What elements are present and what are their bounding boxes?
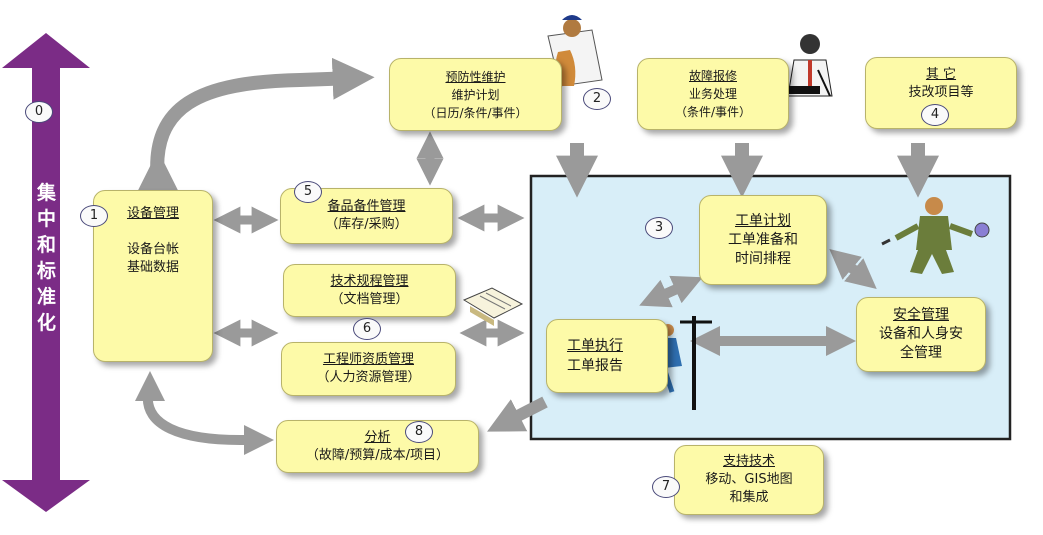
work-exec-line1: 工单报告 [567, 358, 623, 374]
support-tech-box: 支持技术 移动、GIS地图 和集成 [674, 445, 824, 515]
safety-line2: 全管理 [900, 345, 942, 361]
support-title: 支持技术 [722, 454, 775, 469]
other-line1: 技改项目等 [908, 85, 974, 100]
work-plan-line2: 时间排程 [735, 250, 791, 267]
badge-1: 1 [80, 205, 108, 227]
badge-5: 5 [294, 181, 322, 203]
safety-title: 安全管理 [893, 307, 949, 323]
badge-3: 3 [645, 217, 673, 239]
preventive-line2: （日历/条件/事件） [423, 105, 528, 120]
arrow-equipment-to-analysis [142, 394, 274, 455]
arrow-exec-to-analysis [487, 396, 548, 432]
fault-title: 故障报修 [688, 69, 737, 83]
badge-7: 7 [652, 476, 680, 498]
equipment-line2: 基础数据 [126, 260, 179, 275]
mechanic-icon [881, 197, 990, 274]
engineer-qualification-box: 工程师资质管理 （人力资源管理） [281, 342, 456, 396]
fault-line1: 业务处理 [688, 87, 737, 101]
badge-0: 0 [25, 101, 53, 123]
fault-repair-box: 故障报修 业务处理 （条件/事件） [637, 58, 789, 130]
analysis-title: 分析 [364, 429, 391, 445]
analysis-line1: （故障/预算/成本/项目） [305, 447, 450, 463]
badge-2: 2 [583, 88, 611, 110]
tech-rules-box: 技术规程管理 （文档管理） [283, 264, 456, 317]
arrow-plan-safety [829, 248, 877, 289]
spare-parts-line1: （库存/采购） [325, 217, 408, 232]
analysis-box: 分析 （故障/预算/成本/项目） [276, 420, 479, 473]
tech-rules-title: 技术规程管理 [330, 273, 409, 289]
arrow-plan-exec [639, 275, 703, 308]
preventive-line1: 维护计划 [451, 87, 500, 102]
standardization-label: 集中和标准化 [37, 182, 57, 334]
work-plan-line1: 工单准备和 [728, 231, 798, 248]
engineer-title: 工程师资质管理 [322, 352, 414, 367]
standardization-arrow [2, 33, 90, 512]
fault-line2: （条件/事件） [674, 105, 752, 119]
badge-4: 4 [921, 104, 949, 126]
safety-line1: 设备和人身安 [879, 326, 963, 342]
phone-operator-icon [772, 34, 833, 97]
preventive-maintenance-box: 预防性维护 维护计划 （日历/条件/事件） [389, 58, 562, 131]
work-plan-title: 工单计划 [735, 212, 791, 229]
safety-management-box: 安全管理 设备和人身安 全管理 [856, 297, 986, 372]
support-line2: 和集成 [729, 490, 769, 505]
support-line1: 移动、GIS地图 [705, 472, 793, 487]
engineer-line1: （人力资源管理） [316, 370, 421, 385]
arrow-equipment-to-preventive [150, 57, 375, 183]
spare-parts-box: 备品备件管理 （库存/采购） [280, 188, 453, 244]
other-title: 其 它 [925, 67, 957, 82]
work-execution-box: 工单执行 工单报告 [546, 319, 668, 393]
equipment-line1: 设备台帐 [126, 242, 179, 257]
badge-6: 6 [353, 318, 381, 340]
tech-rules-line1: （文档管理） [330, 291, 409, 307]
work-plan-box: 工单计划 工单准备和 时间排程 [699, 195, 827, 285]
open-book-icon [462, 287, 524, 326]
equipment-management-box: 设备管理 设备台帐 基础数据 [93, 190, 213, 362]
work-exec-title: 工单执行 [567, 338, 623, 354]
preventive-title: 预防性维护 [445, 69, 506, 84]
equipment-title: 设备管理 [126, 206, 179, 221]
spare-parts-title: 备品备件管理 [327, 199, 406, 214]
other-box: 其 它 技改项目等 [865, 57, 1017, 129]
badge-8: 8 [405, 421, 433, 443]
